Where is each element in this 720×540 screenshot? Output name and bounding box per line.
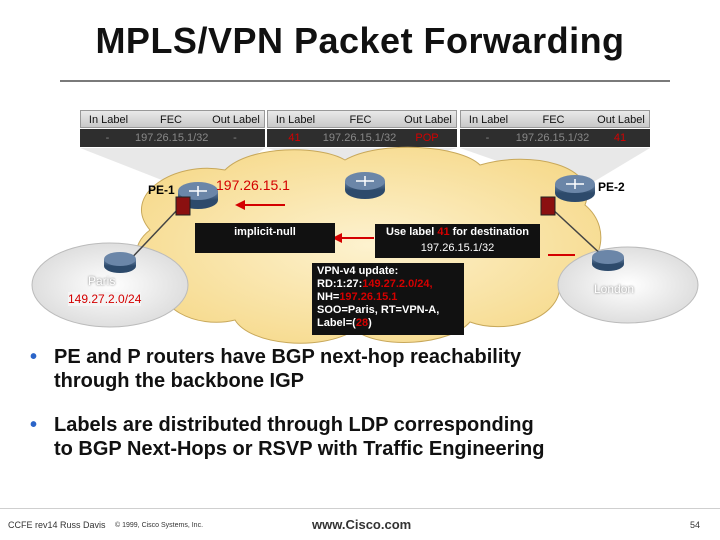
vpn-nh-prefix: NH= — [317, 291, 340, 303]
cell-fec: 197.26.15.1/32 — [322, 132, 397, 144]
bullet-item: • PE and P routers have BGP next-hop rea… — [28, 345, 708, 393]
bullet-item: • Labels are distributed through LDP cor… — [28, 413, 708, 461]
vpn-nh-value: 197.26.15.1 — [339, 291, 398, 303]
link-paris-pe1 — [124, 206, 181, 266]
slide-title: MPLS/VPN Packet Forwarding — [95, 20, 625, 61]
vpn-update-line2: RD:1:27:149.27.2.0/24, — [317, 278, 459, 291]
bullet-list: • PE and P routers have BGP next-hop rea… — [28, 345, 708, 461]
bullet-dot-icon: • — [30, 414, 38, 436]
lfib-row: 41 197.26.15.1/32 POP — [267, 129, 457, 147]
use-label-prefix: Use label — [385, 226, 438, 238]
bullet-line: through the backbone IGP — [54, 370, 305, 392]
use-label-suffix: for destination — [449, 226, 530, 238]
use-label-box: Use label 41 for destination 197.26.15.1… — [375, 224, 540, 258]
vpn-update-line4: SOO=Paris, RT=VPN-A, — [317, 304, 440, 316]
vpn-rd-prefix: RD:1:27: — [317, 278, 363, 290]
cell-in-label: - — [105, 132, 110, 144]
footer-website[interactable]: www.Cisco.com — [312, 517, 412, 532]
header-fec: FEC — [349, 114, 372, 126]
vpn-label-suffix: ) — [368, 317, 372, 329]
lfib-table-pe2: In Label FEC Out Label - 197.26.15.1/32 … — [460, 110, 650, 148]
lfib-table-pe1: In Label FEC Out Label - 197.26.15.1/32 … — [80, 110, 265, 148]
cell-out-label: - — [233, 132, 237, 144]
vpn-update-box: VPN-v4 update: RD:1:27:149.27.2.0/24, NH… — [312, 263, 464, 335]
cell-fec: 197.26.15.1/32 — [135, 132, 209, 144]
callout-wedge-p — [267, 148, 457, 175]
lfib-header: In Label FEC Out Label — [460, 110, 650, 128]
title-divider — [60, 80, 670, 82]
link-pe2-london — [549, 206, 606, 259]
bullet-line: Labels are distributed through LDP corre… — [54, 414, 534, 436]
router-p — [345, 172, 385, 199]
cell-fec: 197.26.15.1/32 — [515, 132, 590, 144]
implicit-null-text: implicit-null — [234, 226, 296, 238]
lfib-table-p: In Label FEC Out Label 41 197.26.15.1/32… — [267, 110, 457, 148]
vpn-rd-value: 149.27.2.0/24, — [362, 278, 433, 290]
lfib-row: - 197.26.15.1/32 41 — [460, 129, 650, 147]
pe2-label: PE-2 — [598, 180, 625, 194]
vpn-label-prefix: Label=( — [317, 317, 356, 329]
header-fec: FEC — [160, 114, 182, 126]
paris-network: 149.27.2.0/24 — [68, 292, 142, 306]
use-label-value: 41 — [437, 226, 450, 238]
header-in-label: In Label — [468, 114, 509, 126]
pe1-interface-marker — [175, 196, 191, 216]
vpn-label-value: 28 — [355, 317, 369, 329]
router-pe1 — [178, 182, 218, 209]
footer-course: CCFE rev14 Russ Davis — [8, 520, 106, 530]
page-number: 54 — [690, 520, 701, 530]
router-london — [592, 250, 624, 271]
vpn-update-line5: Label=(28) — [317, 317, 459, 330]
cell-out-label: POP — [415, 132, 439, 144]
cell-in-label: 41 — [288, 132, 301, 144]
header-out-label: Out Label — [597, 114, 645, 126]
bullet-dot-icon: • — [30, 346, 38, 368]
router-paris — [104, 252, 136, 273]
cell-out-label: 41 — [613, 132, 627, 144]
cell-in-label: - — [485, 132, 490, 144]
footer-divider — [0, 508, 720, 509]
router-pe2 — [555, 175, 595, 202]
footer-copyright: © 1999, Cisco Systems, Inc. — [115, 522, 204, 529]
lfib-row: - 197.26.15.1/32 - — [80, 129, 265, 147]
header-in-label: In Label — [275, 114, 316, 126]
use-label-dest: 197.26.15.1/32 — [420, 242, 495, 254]
pe1-ip-label: 197.26.15.1 — [216, 177, 290, 193]
vpn-update-line3: NH=197.26.15.1 — [317, 291, 459, 304]
pe2-interface-marker — [540, 196, 556, 216]
header-out-label: Out Label — [404, 114, 452, 126]
vpn-update-line1: VPN-v4 update: — [317, 265, 399, 277]
header-out-label: Out Label — [212, 114, 260, 126]
header-in-label: In Label — [88, 114, 129, 126]
implicit-null-box: implicit-null — [195, 223, 335, 253]
pe1-label: PE-1 — [148, 183, 175, 197]
london-label: London — [594, 282, 635, 296]
header-fec: FEC — [542, 114, 565, 126]
lfib-header: In Label FEC Out Label — [80, 110, 265, 128]
bullet-line: PE and P routers have BGP next-hop reach… — [54, 346, 522, 368]
paris-label: Paris — [88, 274, 116, 288]
bullet-line: to BGP Next-Hops or RSVP with Traffic En… — [54, 438, 545, 460]
lfib-header: In Label FEC Out Label — [267, 110, 457, 128]
vpn-update-arrowhead — [235, 200, 245, 210]
